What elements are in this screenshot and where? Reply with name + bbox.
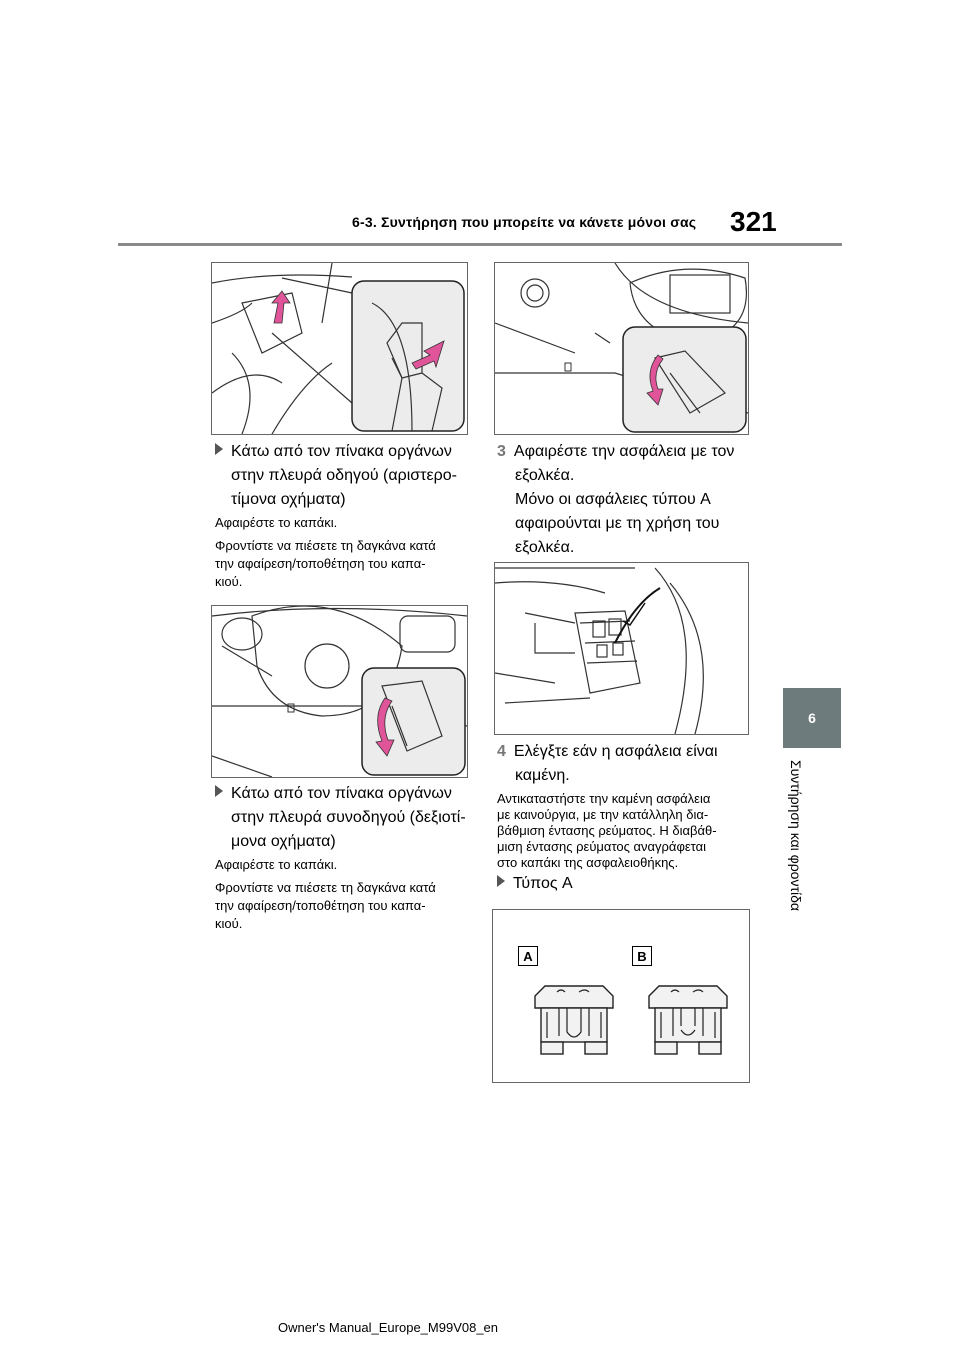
bullet-triangle-icon xyxy=(497,875,505,887)
figure-fuse-types: A B xyxy=(492,909,750,1083)
fuse-drawings xyxy=(534,985,728,1055)
step-3-number: 3 xyxy=(497,443,506,460)
item-driver-side-heading: Κάτω από τον πίνακα οργάνων στην πλευρά … xyxy=(215,440,475,512)
fuse-b-icon xyxy=(648,985,728,1055)
chapter-number: 6 xyxy=(808,710,816,726)
type-a-heading: Τύπος A xyxy=(497,872,573,896)
bullet-triangle-icon xyxy=(215,785,223,797)
section-title: 6-3. Συντήρηση που μπορείτε να κάνετε μό… xyxy=(352,214,697,230)
footer-manual-id: Owner's Manual_Europe_M99V08_en xyxy=(278,1320,499,1335)
figure-cover-rhd xyxy=(494,262,749,435)
figure-driver-side-cover xyxy=(211,262,468,435)
item-driver-side-text2: Φροντίστε να πιέσετε τη δαγκάνα κατά την… xyxy=(215,538,436,589)
bullet-triangle-icon xyxy=(215,443,223,455)
header-divider xyxy=(118,243,842,246)
step-4-instructions: Αντικαταστήστε την καμένη ασφάλεια με κα… xyxy=(497,791,717,870)
chapter-tab[interactable]: 6 xyxy=(783,688,841,748)
step-4-number: 4 xyxy=(497,743,506,760)
fuse-label-a: A xyxy=(518,946,538,966)
item-driver-side-text1: Αφαιρέστε το καπάκι. xyxy=(215,515,338,530)
fuse-label-b: B xyxy=(632,946,652,966)
figure-passenger-side-cover xyxy=(211,605,468,778)
item-passenger-side-text1: Αφαιρέστε το καπάκι. xyxy=(215,857,338,872)
page-number: 321 xyxy=(730,206,777,237)
item-passenger-side-heading: Κάτω από τον πίνακα οργάνων στην πλευρά … xyxy=(215,782,475,854)
item-passenger-side-text2: Φροντίστε να πιέσετε τη δαγκάνα κατά την… xyxy=(215,880,436,931)
fuse-a-icon xyxy=(534,985,614,1055)
figure-fuse-puller xyxy=(494,562,749,735)
chapter-label: Συντήρηση και φροντίδα xyxy=(788,760,804,911)
